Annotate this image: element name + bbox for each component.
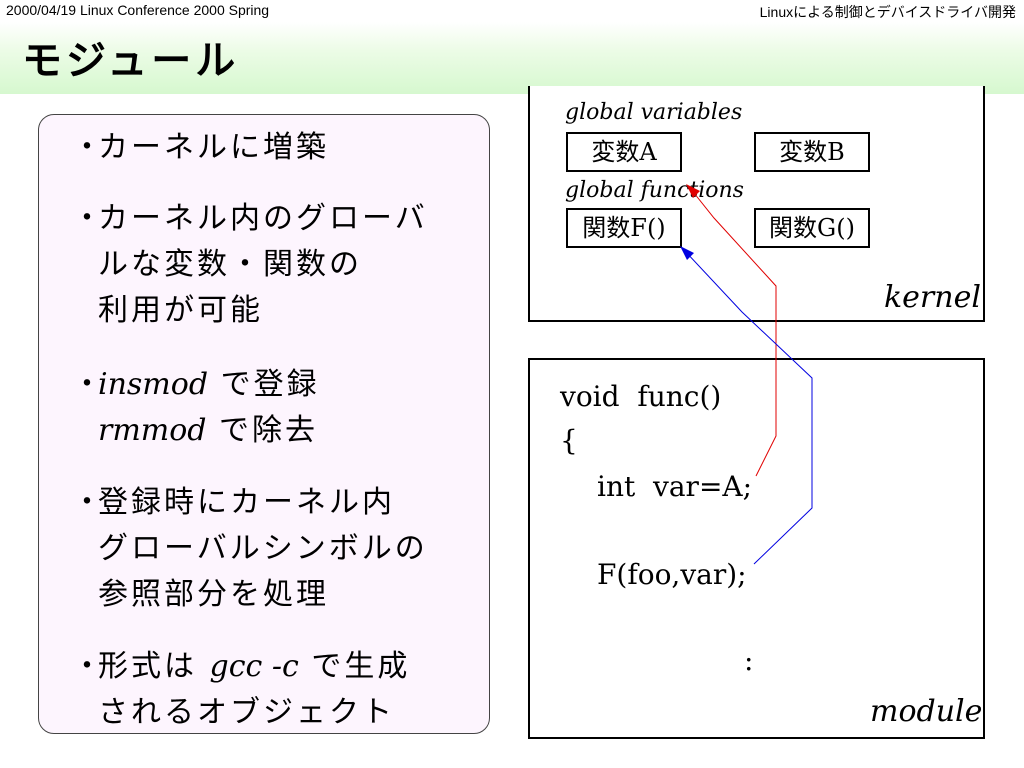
module-box <box>528 358 985 739</box>
bullet-line: グローバルシンボルの <box>98 531 428 566</box>
code-line-ellipsis: : <box>744 644 754 677</box>
bullet-text: で登録 <box>208 367 320 402</box>
header-right-text: Linuxによる制御とデバイスドライバ開発 <box>759 4 1016 20</box>
var-a-box: 変数A <box>566 132 682 172</box>
code-line-signature: void func() <box>560 380 722 413</box>
kernel-box <box>528 86 985 322</box>
bullet-line: されるオブジェクト <box>98 695 395 730</box>
command-rmmod: rmmod <box>98 413 207 448</box>
bullet-panel <box>38 114 490 734</box>
slide-title: モジュール <box>22 38 240 84</box>
code-line-brace: { <box>560 424 578 457</box>
bullet-text: 形式は <box>98 649 210 684</box>
func-reference-arrow <box>683 249 813 565</box>
func-g-box: 関数G() <box>754 208 870 248</box>
func-f-box: 関数F() <box>566 208 682 248</box>
code-line-var: int var=A; <box>597 470 753 503</box>
command-gcc: gcc -c <box>209 649 299 684</box>
global-functions-label: global functions <box>565 178 744 203</box>
global-variables-label: global variables <box>565 100 743 125</box>
bullet-text: で除去 <box>206 413 319 448</box>
var-reference-arrow <box>689 187 777 477</box>
bullet-line: 利用が可能 <box>98 293 263 328</box>
bullet-line: カーネル内のグローバ <box>98 201 428 236</box>
bullet-line: 登録時にカーネル内 <box>98 485 395 520</box>
var-b-box: 変数B <box>754 132 870 172</box>
command-insmod: insmod <box>98 367 209 402</box>
code-line-call: F(foo,var); <box>597 558 747 591</box>
var-arrowhead <box>686 184 700 198</box>
header-left-text: 2000/04/19 Linux Conference 2000 Spring <box>6 2 270 18</box>
bullet-text: で生成 <box>298 649 411 684</box>
func-arrowhead <box>680 246 694 260</box>
bullet-line: ルな変数・関数の <box>98 247 362 282</box>
bullet-line: カーネルに増築 <box>98 130 329 165</box>
title-band <box>0 22 1024 94</box>
bullet-line: 参照部分を処理 <box>98 577 329 612</box>
kernel-label: kernel <box>884 280 981 315</box>
module-label: module <box>870 694 983 729</box>
